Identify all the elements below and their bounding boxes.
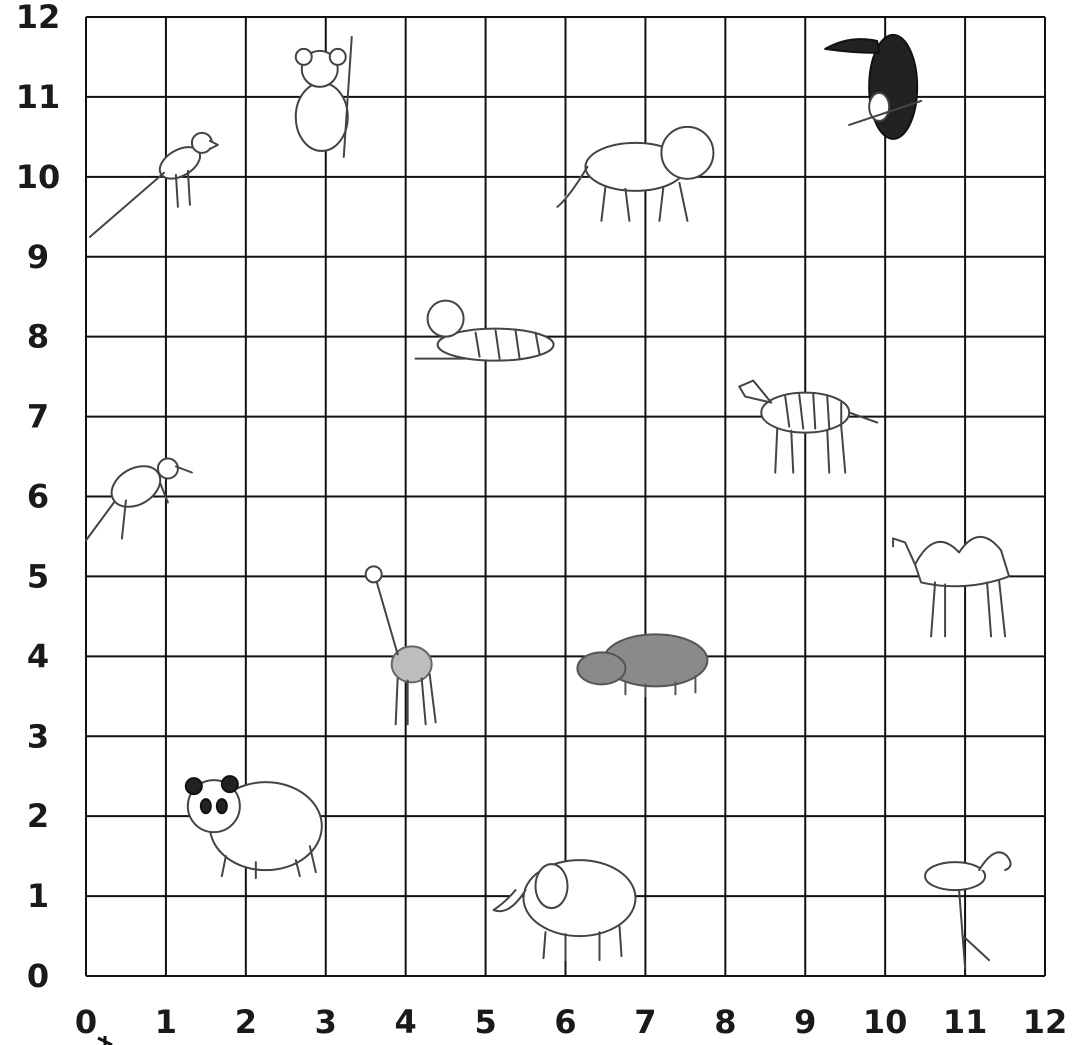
- zebra-icon: [739, 381, 877, 473]
- giraffe-icon: [366, 566, 436, 724]
- x-tick-label: 2: [235, 1003, 257, 1041]
- y-tick-label: 4: [27, 637, 49, 675]
- y-tick-label: 2: [27, 797, 49, 835]
- lion-icon: [557, 127, 713, 221]
- koala-icon: [296, 37, 352, 157]
- y-tick-label: 0: [27, 957, 49, 995]
- y-tick-label: 6: [27, 478, 49, 516]
- y-tick-label: 5: [27, 557, 49, 595]
- flamingo-icon: [925, 852, 1011, 968]
- panda-icon: [186, 776, 322, 878]
- hippo-icon: [577, 634, 707, 696]
- toucan-icon: [825, 35, 921, 139]
- x-tick-label: 5: [474, 1003, 496, 1041]
- x-tick-label: 3: [315, 1003, 337, 1041]
- kangaroo-icon: [86, 458, 192, 541]
- x-tick-label: 1: [155, 1003, 177, 1041]
- x-tick-label: 12: [1023, 1003, 1068, 1041]
- origin-cross-icon: [98, 1036, 112, 1045]
- y-tick-label: 3: [27, 717, 49, 755]
- y-tick-label: 8: [27, 318, 49, 356]
- x-tick-label: 10: [863, 1003, 908, 1041]
- y-tick-label: 10: [16, 158, 61, 196]
- animals-layer: [86, 35, 1011, 968]
- elephant-icon: [494, 860, 636, 960]
- y-tick-label: 9: [27, 238, 49, 276]
- y-tick-label: 7: [27, 398, 49, 436]
- x-tick-label: 0: [75, 1003, 97, 1041]
- y-tick-label: 12: [16, 0, 61, 36]
- x-tick-label: 6: [554, 1003, 576, 1041]
- x-tick-label: 7: [634, 1003, 656, 1041]
- y-tick-label: 1: [27, 877, 49, 915]
- parrot-icon: [90, 133, 218, 237]
- x-tick-label: 11: [943, 1003, 988, 1041]
- x-tick-label: 8: [714, 1003, 736, 1041]
- x-tick-label: 9: [794, 1003, 816, 1041]
- camel-icon: [893, 537, 1009, 637]
- y-tick-label: 11: [16, 78, 61, 116]
- x-tick-label: 4: [395, 1003, 417, 1041]
